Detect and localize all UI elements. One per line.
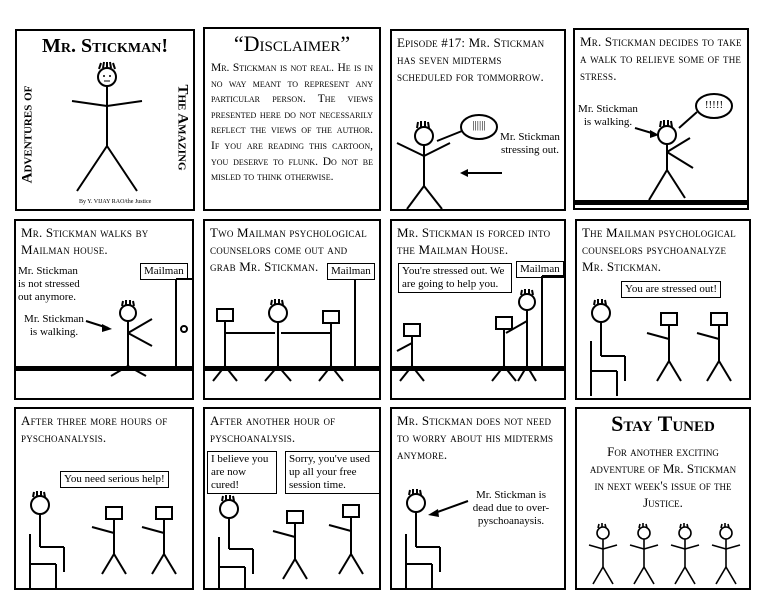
panel-caption: After three more hours of pyschoanalysis…: [21, 413, 168, 445]
mailman-sign: Mailman: [516, 261, 564, 278]
speech-box: You need serious help!: [60, 471, 169, 488]
panel-caption: Mr. Stickman does not need to worry abou…: [397, 413, 554, 462]
exclaim-bubble-text: !!!!!: [704, 99, 724, 111]
speech-box: You are stressed out!: [621, 281, 722, 298]
comic-panel-5: Mr. Stickman walks by Mailman house. Mai…: [14, 219, 194, 400]
mailman-sign: Mailman: [327, 263, 375, 280]
panel-caption: Episode #17: Mr. Stickman has seven midt…: [397, 35, 545, 84]
comic-panel-3: Episode #17: Mr. Stickman has seven midt…: [390, 29, 566, 211]
psychoanalysis-scene: [218, 495, 364, 588]
comic-panel-2: “Disclaimer” Mr. Stickman is not real. H…: [203, 27, 381, 211]
comic-panel-1: Mr. Stickman! Adventures of The Amazing …: [15, 29, 195, 211]
panel-caption: Mr. Stickman is forced into the Mailman …: [397, 225, 551, 257]
disclaimer-title: “Disclaimer”: [233, 31, 351, 56]
stickman-forced-inside: [392, 275, 564, 382]
panel-caption: Mr. Stickman walks by Mailman house.: [21, 225, 149, 257]
walking-stickman: [575, 93, 747, 205]
stickman-at-house: [16, 278, 192, 377]
dead-note: Mr. Stickman is dead due to over-pyschoa…: [472, 489, 550, 527]
comic-panel-12: Stay Tuned For another exciting adventur…: [575, 407, 751, 590]
counselors-grab-stickman: [205, 279, 379, 382]
comic-panel-10: After another hour of pyschoanalysis. I …: [203, 407, 381, 590]
not-stressed-note: Mr. Stickman is not stressed out anymore…: [18, 265, 80, 303]
byline: By Y. VIJAY RAO/the Justice: [79, 199, 152, 205]
four-stickmen: [588, 523, 741, 585]
stressing-note: Mr. Stickman stressing out.: [500, 131, 560, 156]
comic-panel-6: Two Mailman psychological counselors com…: [203, 219, 381, 400]
panel-caption: Two Mailman psychological counselors com…: [210, 225, 367, 274]
stay-tuned-text: For another exciting adventure of Mr. St…: [589, 444, 737, 510]
stickman-figure: [71, 61, 143, 192]
panel-caption: The Mailman psychological counselors psy…: [582, 225, 736, 274]
panel-caption: After another hour of pyschoanalysis.: [210, 413, 336, 445]
speech-box: You're stressed out. We are going to hel…: [398, 263, 512, 293]
comic-panel-11: Mr. Stickman does not need to worry abou…: [390, 407, 566, 590]
dead-stickman-scene: [405, 489, 469, 588]
walking-note: Mr. Stickman is walking.: [24, 313, 84, 338]
stressed-stickman: [396, 114, 502, 209]
stay-tuned-title: Stay Tuned: [611, 411, 715, 436]
panel-caption: Mr. Stickman decides to take a walk to r…: [580, 34, 742, 83]
comic-panel-9: After three more hours of pyschoanalysis…: [14, 407, 194, 590]
comic-panel-4: Mr. Stickman decides to take a walk to r…: [573, 28, 749, 210]
walking-note: Mr. Stickman is walking.: [578, 103, 638, 128]
speech-box-session: Sorry, you've used up all your free sess…: [285, 451, 379, 494]
mailman-sign: Mailman: [140, 263, 188, 280]
speech-box-cured: I believe you are now cured!: [207, 451, 277, 494]
comic-title: Mr. Stickman!: [42, 35, 168, 57]
comic-panel-7: Mr. Stickman is forced into the Mailman …: [390, 219, 566, 400]
comic-panel-8: The Mailman psychological counselors psy…: [575, 219, 751, 400]
thought-bubble-text: ||||||: [472, 119, 486, 131]
psychoanalysis-scene: [590, 299, 732, 396]
disclaimer-text: Mr. Stickman is not real. He is in no wa…: [211, 62, 373, 184]
psychoanalysis-scene: [29, 491, 177, 588]
